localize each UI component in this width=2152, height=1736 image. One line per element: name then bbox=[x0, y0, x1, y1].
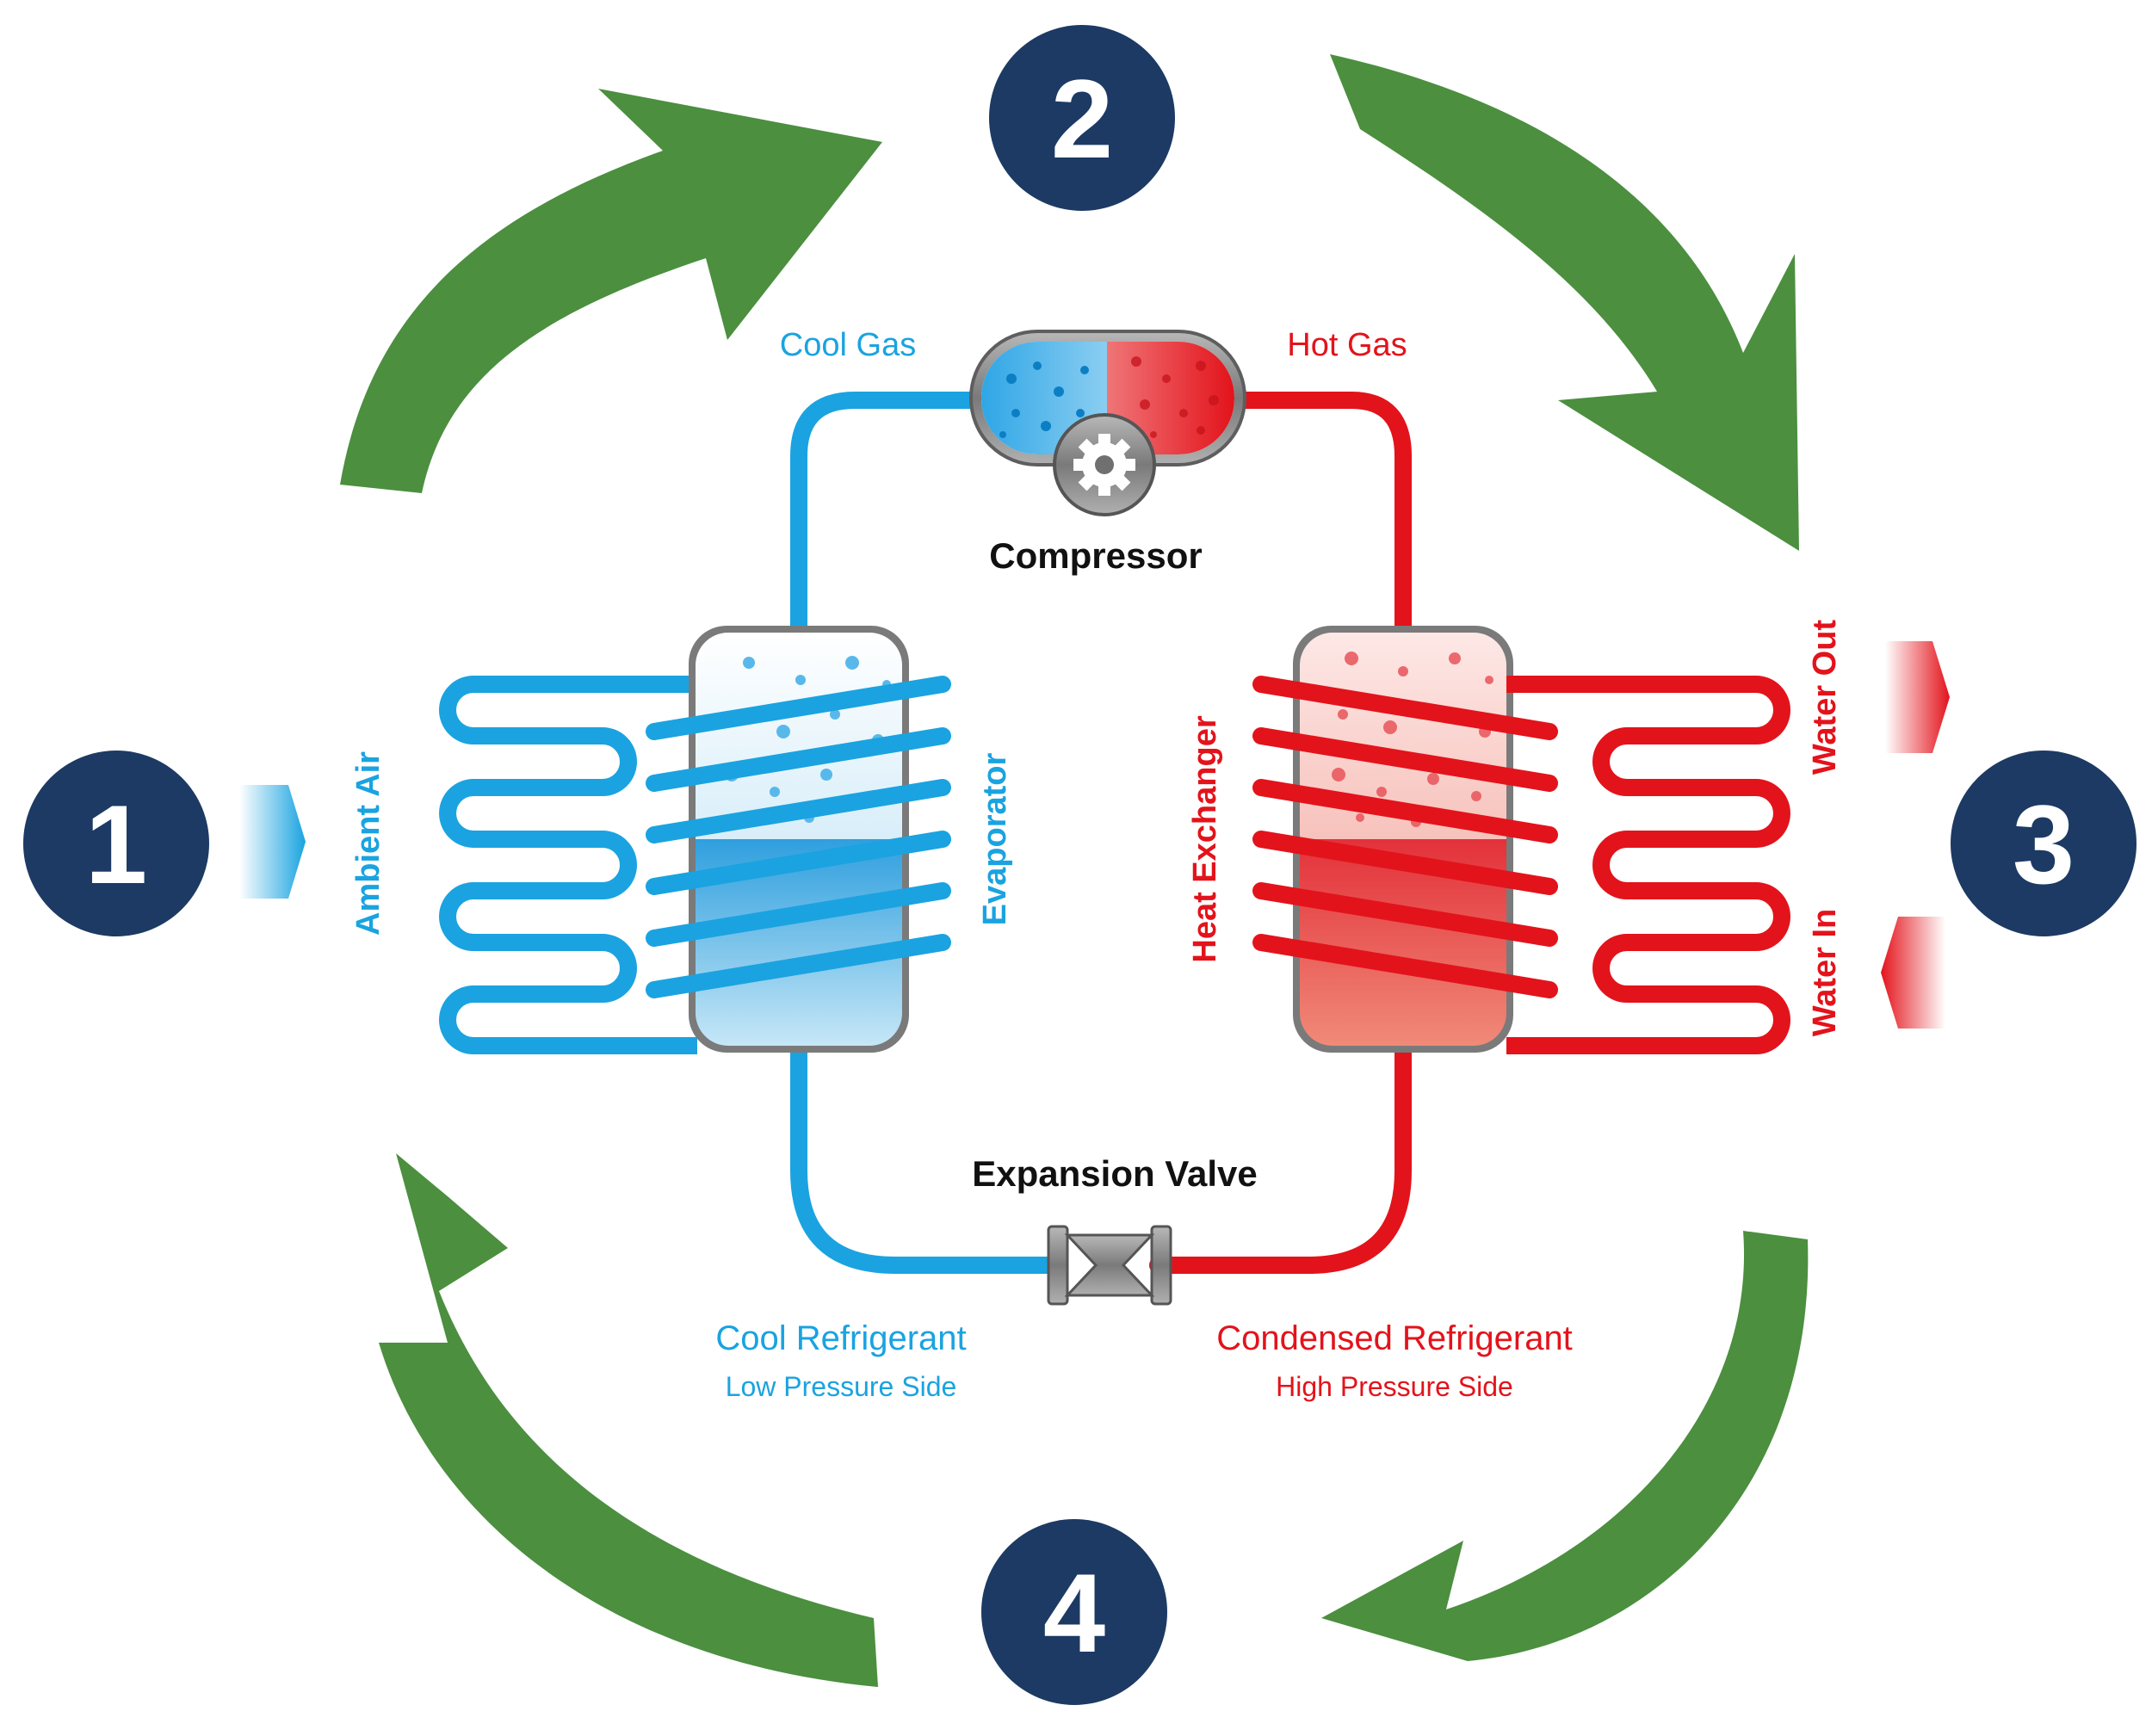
ambient-air-label: Ambient Air bbox=[350, 751, 386, 936]
expansion-valve-label: Expansion Valve bbox=[972, 1153, 1258, 1194]
condensed-refrigerant-label: Condensed Refrigerant bbox=[1216, 1319, 1573, 1357]
curved-arrow-icon bbox=[340, 89, 882, 493]
cool-refrigerant-label: Cool Refrigerant bbox=[715, 1319, 966, 1357]
hot-gas-pipe bbox=[1226, 392, 1412, 641]
valve-icon bbox=[1047, 1225, 1172, 1306]
chevron-arrow-icon bbox=[1881, 917, 1945, 1029]
cool-gas-pipe bbox=[790, 392, 990, 641]
step-1: 1 bbox=[23, 751, 209, 936]
high-pressure-pipe bbox=[1149, 1037, 1412, 1274]
chevron-arrow-icon bbox=[239, 785, 306, 899]
hot-gas-label: Hot Gas bbox=[1287, 327, 1407, 363]
curved-arrow-icon bbox=[379, 1153, 878, 1687]
step-3: 3 bbox=[1951, 751, 2137, 936]
high-pressure-side-label: High Pressure Side bbox=[1276, 1371, 1513, 1402]
gear-icon bbox=[1073, 434, 1135, 496]
step-number: 4 bbox=[1043, 1550, 1105, 1676]
water-coil bbox=[1506, 676, 1790, 1054]
step-4: 4 bbox=[981, 1519, 1167, 1705]
low-pressure-side-label: Low Pressure Side bbox=[726, 1371, 957, 1402]
low-pressure-pipe bbox=[790, 1037, 1063, 1274]
step-number: 3 bbox=[2013, 782, 2075, 907]
curved-arrow-icon bbox=[1321, 1231, 1809, 1661]
heat-exchanger-tank bbox=[1293, 626, 1513, 1053]
ambient-air-coil bbox=[439, 676, 697, 1054]
step-number: 2 bbox=[1051, 56, 1113, 182]
heat-exchanger-windings bbox=[1252, 676, 1558, 998]
step-2: 2 bbox=[989, 25, 1175, 211]
cool-gas-label: Cool Gas bbox=[780, 327, 916, 363]
compressor-label: Compressor bbox=[989, 535, 1202, 576]
cycle-arrows bbox=[340, 54, 1809, 1687]
step-number: 1 bbox=[85, 782, 147, 907]
chevron-arrow-icon bbox=[1885, 641, 1950, 753]
refrigerant-pipes bbox=[790, 392, 1412, 1274]
flow-arrows bbox=[239, 641, 1950, 1029]
heat-exchanger-label: Heat Exchanger bbox=[1187, 715, 1223, 962]
evaporator-label: Evaporator bbox=[977, 752, 1013, 925]
water-in-label: Water In bbox=[1807, 909, 1843, 1037]
evaporator-windings bbox=[646, 676, 951, 998]
curved-arrow-icon bbox=[1330, 54, 1799, 551]
water-out-label: Water Out bbox=[1807, 620, 1843, 775]
compressor bbox=[969, 330, 1246, 516]
